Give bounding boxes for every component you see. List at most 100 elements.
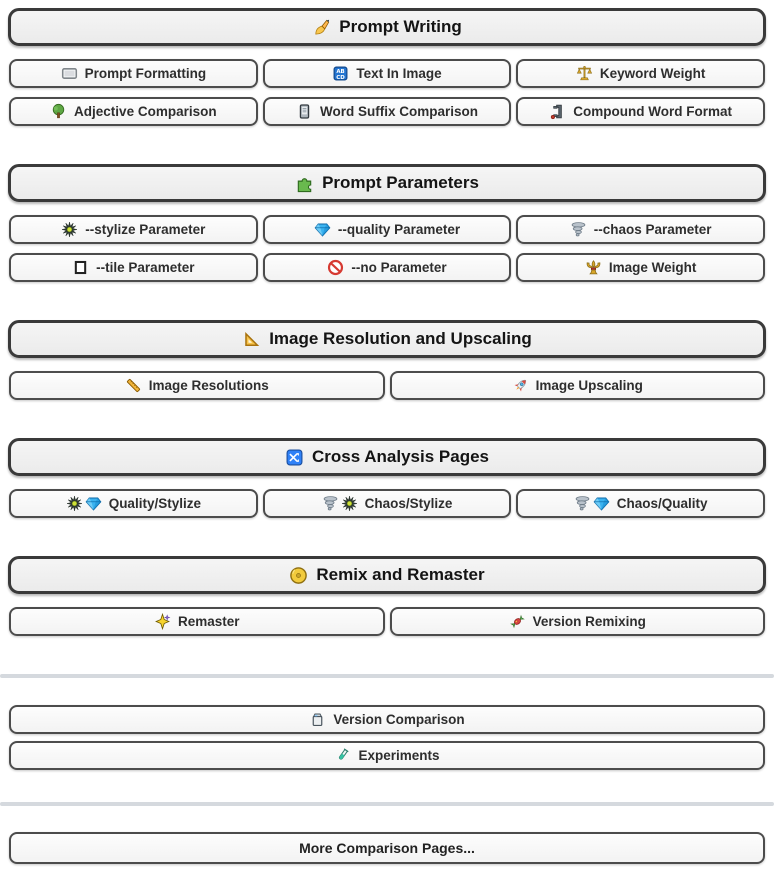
button-adjective-comparison[interactable]: Adjective Comparison (9, 97, 258, 126)
button-label: Version Remixing (532, 614, 646, 629)
rocket-icon (512, 377, 529, 394)
section-prompt-parameters: Prompt Parameters --stylize Parameter --qu… (8, 164, 766, 282)
button-icons (576, 65, 593, 82)
starburst-icon (66, 495, 83, 512)
puzzle-icon (295, 174, 314, 193)
button-remaster[interactable]: Remaster (9, 607, 385, 636)
button-quality-stylize[interactable]: Quality/Stylize (9, 489, 258, 518)
open-box-icon (309, 711, 326, 728)
button-label: Text In Image (356, 66, 442, 81)
prohibited-icon (327, 259, 344, 276)
button-experiments[interactable]: Experiments (9, 741, 765, 770)
button-icons (585, 259, 602, 276)
sparkle-icon (154, 613, 171, 630)
shuffle-icon (285, 448, 304, 467)
button-chaos-quality[interactable]: Chaos/Quality (516, 489, 765, 518)
button-prompt-formatting[interactable]: Prompt Formatting (9, 59, 258, 88)
divider (0, 674, 774, 678)
button-label: Quality/Stylize (108, 496, 201, 511)
button-label: Word Suffix Comparison (319, 104, 478, 119)
button-label: --quality Parameter (337, 222, 461, 237)
section-header-image-resolution-and-upscaling[interactable]: Image Resolution and Upscaling (8, 320, 766, 358)
starburst-icon (341, 495, 358, 512)
coin-icon (289, 566, 308, 585)
section-header-label: Remix and Remaster (316, 565, 485, 584)
writing-hand-icon (312, 18, 331, 37)
svg-text:CD: CD (337, 75, 346, 81)
button-image-weight[interactable]: Image Weight (516, 253, 765, 282)
square-outline-icon (72, 259, 89, 276)
tornado-icon (570, 221, 587, 238)
section-header-prompt-writing[interactable]: Prompt Writing (8, 8, 766, 46)
button-stylize-parameter[interactable]: --stylize Parameter (9, 215, 258, 244)
triangle-ruler-icon (242, 330, 261, 349)
button-keyword-weight[interactable]: Keyword Weight (516, 59, 765, 88)
button-image-resolutions[interactable]: Image Resolutions (9, 371, 385, 400)
section-header-prompt-parameters[interactable]: Prompt Parameters (8, 164, 766, 202)
button-label: Adjective Comparison (74, 104, 217, 119)
button-icons (61, 65, 78, 82)
balance-scale-icon (576, 65, 593, 82)
ruler-icon (125, 377, 142, 394)
section-header-label: Prompt Parameters (322, 173, 479, 192)
gem-icon (314, 221, 331, 238)
button-label: Experiments (358, 748, 440, 763)
gold-weight-icon (585, 259, 602, 276)
notebook-icon (296, 103, 313, 120)
divider (0, 802, 774, 806)
tornado-icon (322, 495, 339, 512)
button-tile-parameter[interactable]: --tile Parameter (9, 253, 258, 282)
button-version-comparison[interactable]: Version Comparison (9, 705, 765, 734)
button-version-remixing[interactable]: Version Remixing (389, 607, 765, 636)
button-quality-parameter[interactable]: --quality Parameter (262, 215, 512, 244)
button-label: Image Resolutions (148, 378, 269, 393)
button-label: Remaster (177, 614, 240, 629)
button-label: Chaos/Quality (616, 496, 708, 511)
more-comparison-pages-button[interactable]: More Comparison Pages... (9, 832, 765, 864)
section-header-cross-analysis-pages[interactable]: Cross Analysis Pages (8, 438, 766, 476)
button-label: --stylize Parameter (85, 222, 206, 237)
button-chaos-parameter[interactable]: --chaos Parameter (516, 215, 765, 244)
button-compound-word-format[interactable]: Compound Word Format (516, 97, 765, 126)
button-grid: Image Resolutions Image Upscaling (9, 371, 765, 400)
button-word-suffix-comparison[interactable]: Word Suffix Comparison (262, 97, 512, 126)
button-chaos-stylize[interactable]: Chaos/Stylize (262, 489, 512, 518)
window-frame-icon (61, 65, 78, 82)
button-icons (512, 377, 529, 394)
button-no-parameter[interactable]: --no Parameter (262, 253, 512, 282)
button-label: Image Weight (608, 260, 697, 275)
button-image-upscaling[interactable]: Image Upscaling (389, 371, 765, 400)
button-icons (309, 711, 326, 728)
test-tube-icon (334, 747, 351, 764)
button-icons (61, 221, 78, 238)
button-label: --tile Parameter (96, 260, 195, 275)
tornado-icon (574, 495, 591, 512)
gem-icon (593, 495, 610, 512)
button-icons (509, 613, 526, 630)
button-grid: Quality/Stylize Chaos/Stylize Chaos/Qualit… (9, 489, 765, 518)
button-icons (334, 747, 351, 764)
button-icons (296, 103, 313, 120)
button-grid: Remaster Version Remixing (9, 607, 765, 636)
gem-icon (85, 495, 102, 512)
clamp-icon (549, 103, 566, 120)
button-label: More Comparison Pages... (299, 840, 475, 856)
button-label: Version Comparison (333, 712, 465, 727)
button-label: Image Upscaling (535, 378, 643, 393)
button-grid: --stylize Parameter --quality Parameter --… (9, 215, 765, 282)
button-icons (570, 221, 587, 238)
section-header-remix-and-remaster[interactable]: Remix and Remaster (8, 556, 766, 594)
svg-text:AB: AB (337, 69, 345, 75)
section-header-label: Prompt Writing (339, 17, 462, 36)
button-icons (549, 103, 566, 120)
